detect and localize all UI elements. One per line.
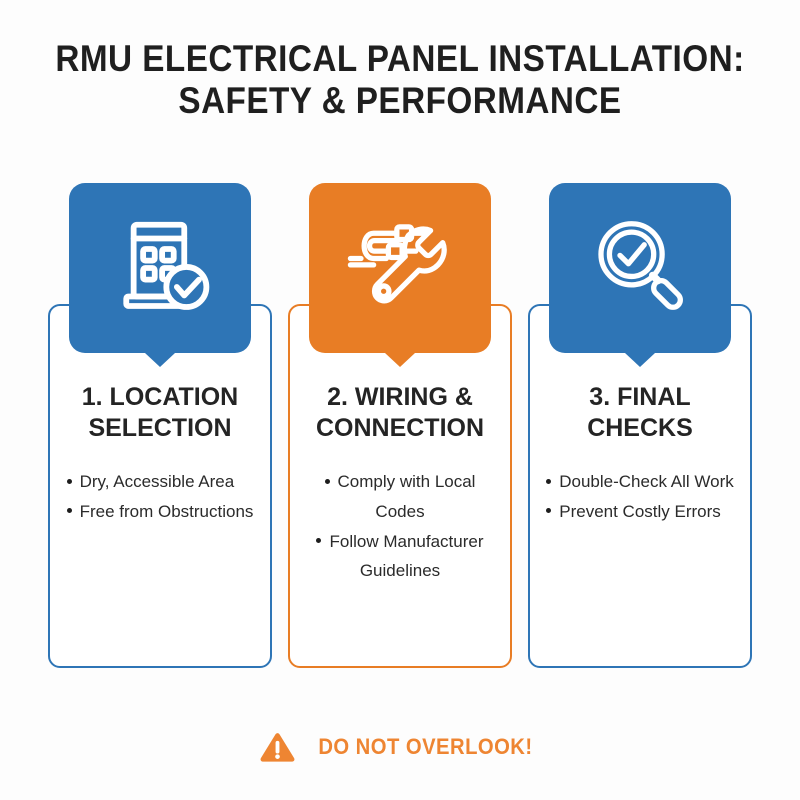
bullet-text: Prevent Costly Errors xyxy=(559,501,721,521)
step-1-icon-box xyxy=(69,183,251,353)
step-3-title-line-1: 3. FINAL xyxy=(589,383,691,411)
step-1-title-line-2: SELECTION xyxy=(88,413,232,442)
step-card-location-selection: 1. LOCATION SELECTION Dry, Accessible Ar… xyxy=(48,183,272,668)
page-title-line-2: SAFETY & PERFORMANCE xyxy=(178,79,622,121)
bullet-text: Dry, Accessible Area xyxy=(79,472,235,491)
magnifier-check-icon xyxy=(598,221,683,310)
warning-label: DO NOT OVERLOOK! xyxy=(317,734,533,759)
bullet-item: Follow Manufacturer Guidelines xyxy=(300,527,500,587)
step-3-icon-box xyxy=(549,183,731,353)
page-title: RMU ELECTRICAL PANEL INSTALLATION: SAFET… xyxy=(40,38,760,122)
bullet-dot xyxy=(66,508,72,514)
warning-triangle-icon xyxy=(260,733,295,762)
bullet-text: Follow Manufacturer Guidelines xyxy=(329,531,484,581)
bullet-text: Free from Obstructions xyxy=(79,501,254,521)
page-title-line-1: RMU ELECTRICAL PANEL INSTALLATION: xyxy=(55,38,745,79)
step-3-title-line-2: CHECKS xyxy=(587,413,693,442)
bullet-dot xyxy=(316,538,322,544)
bullet-text: Double-Check All Work xyxy=(559,472,734,491)
bullet-dot xyxy=(66,478,72,484)
step-1-title-line-1: 1. LOCATION xyxy=(81,383,239,411)
step-2-bullet-list: Comply with Local Codes Follow Manufactu… xyxy=(300,467,500,586)
bullet-dot xyxy=(546,478,552,484)
electrical-panel-check-icon xyxy=(123,221,210,310)
bullet-dot xyxy=(546,508,552,514)
bullet-dot xyxy=(324,478,330,484)
step-1-title: 1. LOCATION SELECTION xyxy=(56,382,264,443)
step-1-bullet-list: Dry, Accessible Area Free from Obstructi… xyxy=(66,467,254,527)
step-3-title: 3. FINAL CHECKS xyxy=(536,382,744,443)
bullet-text: Comply with Local Codes xyxy=(337,472,476,521)
bullet-item: Dry, Accessible Area xyxy=(66,467,254,497)
step-2-icon-box xyxy=(309,183,491,353)
step-card-final-checks: 3. FINAL CHECKS Double-Check All Work Pr… xyxy=(528,183,752,668)
warning-note: DO NOT OVERLOOK! xyxy=(0,726,800,768)
step-card-wiring-connection: 2. WIRING & CONNECTION Comply with Local… xyxy=(288,183,512,668)
step-2-title-line-1: 2. WIRING & xyxy=(327,383,473,411)
step-2-title-line-2: CONNECTION xyxy=(315,413,485,442)
step-3-bullet-list: Double-Check All Work Prevent Costly Err… xyxy=(546,467,734,527)
step-2-title: 2. WIRING & CONNECTION xyxy=(296,382,504,443)
bullet-item: Free from Obstructions xyxy=(66,497,254,527)
wrench-wiring-icon xyxy=(347,224,447,304)
bullet-item: Double-Check All Work xyxy=(546,467,734,497)
bullet-item: Prevent Costly Errors xyxy=(546,497,733,527)
bullet-item: Comply with Local Codes xyxy=(300,467,500,527)
